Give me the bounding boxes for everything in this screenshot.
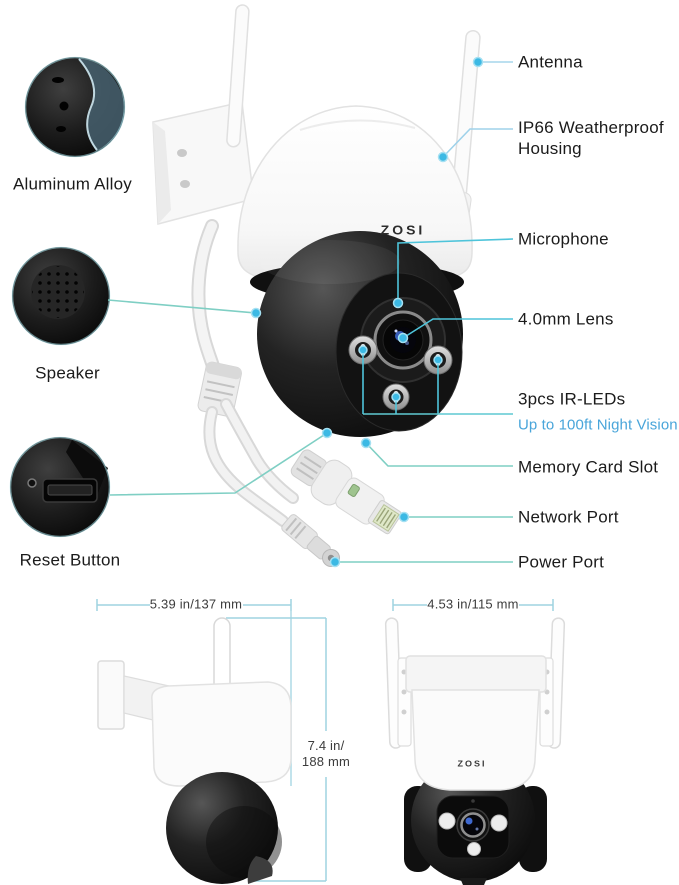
front-view-drawing (384, 599, 566, 885)
dimension-lines-front (392, 599, 554, 611)
dimension-front-width: 4.53 in/115 mm (427, 596, 519, 612)
callout-dot-memory (360, 437, 372, 449)
label-memory-card-slot: Memory Card Slot (518, 457, 659, 477)
label-microphone: Microphone (518, 229, 609, 249)
dimension-height-line1: 7.4 in/ (307, 738, 345, 753)
reset-button-detail-circle (9, 436, 111, 538)
antenna-left (226, 4, 250, 148)
network-connector (290, 449, 402, 535)
callout-dot-power (329, 556, 341, 568)
label-aluminum-alloy: Aluminum Alloy (12, 174, 132, 194)
speaker-detail-circle (11, 246, 111, 346)
dimension-lines-side (96, 599, 327, 882)
aluminum-alloy-detail-circle (24, 56, 126, 158)
label-reset-button: Reset Button (19, 550, 121, 570)
callout-dot-microphone (392, 297, 404, 309)
callout-dot-speaker (250, 307, 262, 319)
callout-dot-antenna (472, 56, 484, 68)
label-night-vision: Up to 100ft Night Vision (518, 416, 678, 434)
dimension-side-width: 5.39 in/137 mm (149, 596, 243, 612)
brand-logo-small: ZOSI (457, 759, 487, 769)
label-weatherproof-housing: IP66 Weatherproof Housing (518, 117, 664, 158)
side-view-drawing (96, 599, 327, 884)
callout-dot-lens (397, 332, 409, 344)
label-speaker: Speaker (35, 363, 100, 383)
callout-lines (107, 61, 514, 563)
label-ir-leds: 3pcs IR-LEDs (518, 389, 626, 409)
dimension-height-line2: 188 mm (301, 754, 351, 769)
label-antenna: Antenna (518, 52, 583, 72)
brand-logo: ZOSI (380, 222, 426, 238)
callout-dot-housing (437, 151, 449, 163)
main-camera (152, 4, 481, 567)
label-power-port: Power Port (518, 552, 605, 572)
callout-dot-ir-left (358, 345, 368, 355)
callout-dot-ir-bottom (391, 392, 401, 402)
callout-dot-network (398, 511, 410, 523)
callout-dot-ir-right (433, 355, 443, 365)
callout-dots (250, 56, 484, 568)
dimension-height: 7.4 in/ 188 mm (286, 738, 366, 770)
callout-dot-reset (321, 427, 333, 439)
label-network-port: Network Port (518, 507, 619, 527)
label-lens: 4.0mm Lens (518, 309, 614, 329)
